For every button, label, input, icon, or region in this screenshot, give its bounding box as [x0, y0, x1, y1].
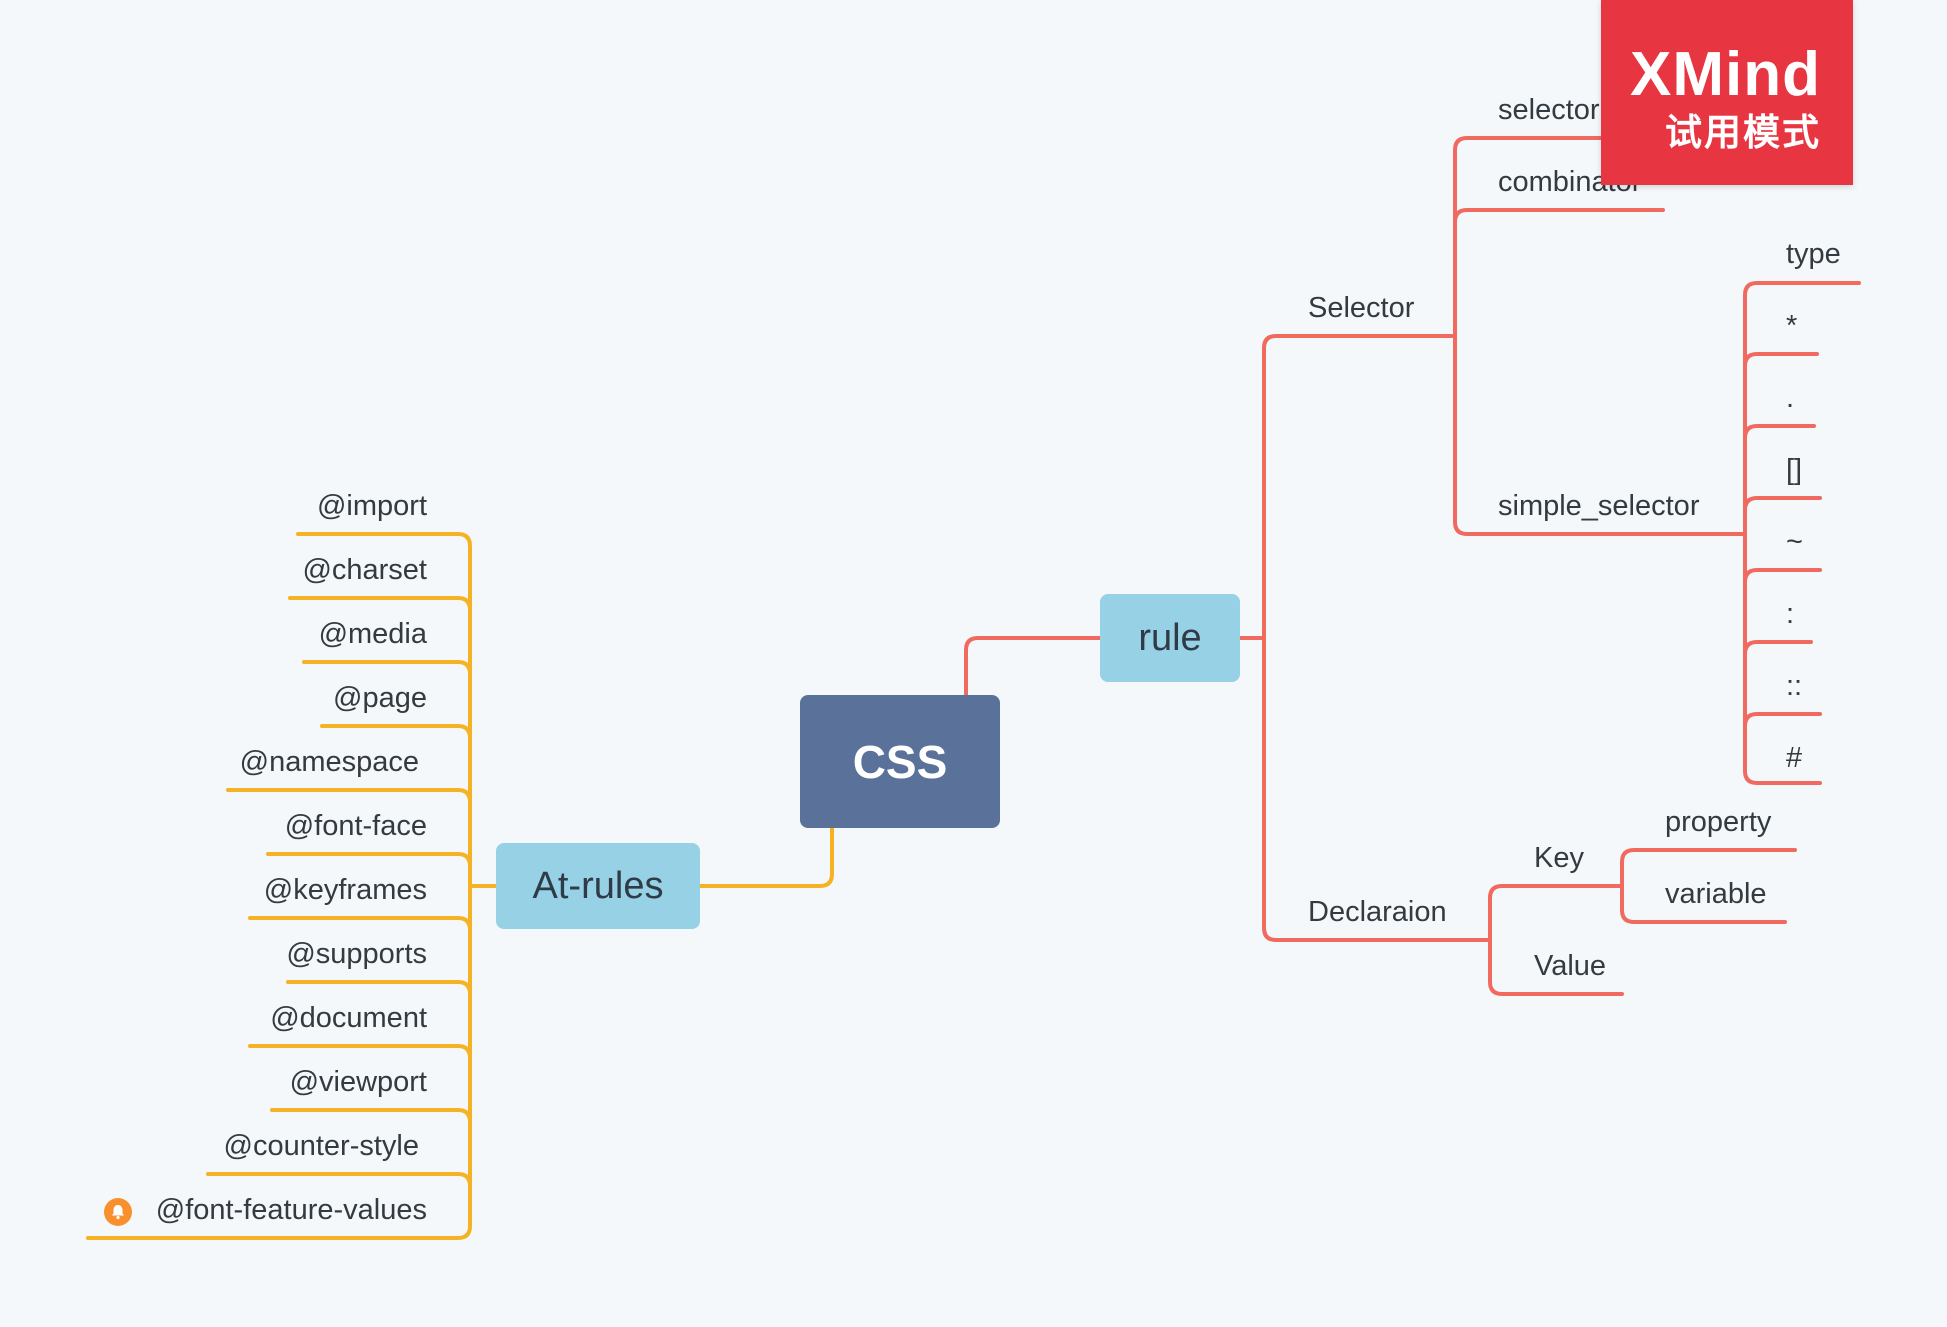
at-rule-page[interactable]: @page: [333, 682, 427, 714]
subtopic-key[interactable]: Key: [1534, 842, 1584, 874]
connector-declaration-trunk: [1488, 884, 1624, 942]
simple-selector-universal[interactable]: *: [1786, 310, 1798, 342]
trial-watermark: XMind 试用模式: [1601, 0, 1853, 185]
simple-selector-type[interactable]: type: [1786, 238, 1841, 270]
simple-selector-id[interactable]: #: [1786, 742, 1803, 774]
root-topic-label: CSS: [852, 735, 948, 788]
topic-at-rules[interactable]: At-rules: [496, 843, 700, 929]
subtopic-selector[interactable]: selector: [1498, 94, 1600, 126]
at-rule-keyframes[interactable]: @keyframes: [263, 874, 427, 906]
at-rule-counter-style[interactable]: @counter-style: [223, 1130, 419, 1162]
connector-css-atrules: [698, 826, 834, 888]
topic-rule[interactable]: rule: [1100, 594, 1240, 682]
key-variable[interactable]: variable: [1665, 878, 1767, 910]
at-rule-import[interactable]: @import: [316, 490, 427, 522]
topic-selector[interactable]: Selector: [1308, 292, 1415, 324]
topic-at-rules-label: At-rules: [532, 864, 664, 907]
at-rule-font-face[interactable]: @font-face: [284, 810, 427, 842]
topic-declaration[interactable]: Declaraion: [1308, 896, 1447, 928]
at-rule-viewport[interactable]: @viewport: [289, 1066, 427, 1098]
simple-selector-attribute[interactable]: []: [1786, 454, 1803, 486]
at-rule-media[interactable]: @media: [318, 618, 427, 650]
connector-css-rule: [964, 636, 1102, 697]
connector-rule-declaration: [1262, 636, 1492, 942]
subtopic-simple-selector[interactable]: simple_selector: [1498, 490, 1700, 522]
at-rule-font-feature-values[interactable]: @font-feature-values: [155, 1194, 427, 1226]
connector-selector-simple: [1453, 334, 1747, 536]
simple-selector-pseudo-class[interactable]: :: [1786, 598, 1795, 630]
at-rule-charset[interactable]: @charset: [302, 554, 427, 586]
simple-selector-pseudo-element[interactable]: ::: [1786, 670, 1803, 702]
connector-rule-selector: [1262, 334, 1457, 640]
connector-selector-combinator: [1453, 208, 1665, 224]
connector-selector-trunk: [1453, 136, 1603, 338]
watermark-mode: 试用模式: [1665, 112, 1821, 153]
key-property[interactable]: property: [1665, 806, 1772, 838]
at-rule-namespace[interactable]: @namespace: [239, 746, 419, 778]
watermark-brand: XMind: [1630, 40, 1821, 109]
connector-simple-trunk: [1743, 281, 1861, 536]
simple-selector-sibling[interactable]: ~: [1786, 526, 1803, 558]
alarm-bell-icon[interactable]: [104, 1198, 132, 1226]
root-topic-css[interactable]: CSS: [800, 695, 1000, 828]
topic-rule-label: rule: [1138, 616, 1202, 659]
at-rule-document[interactable]: @document: [270, 1002, 427, 1034]
at-rule-supports[interactable]: @supports: [286, 938, 427, 970]
simple-selector-class[interactable]: .: [1786, 382, 1795, 414]
subtopic-value[interactable]: Value: [1534, 950, 1607, 982]
